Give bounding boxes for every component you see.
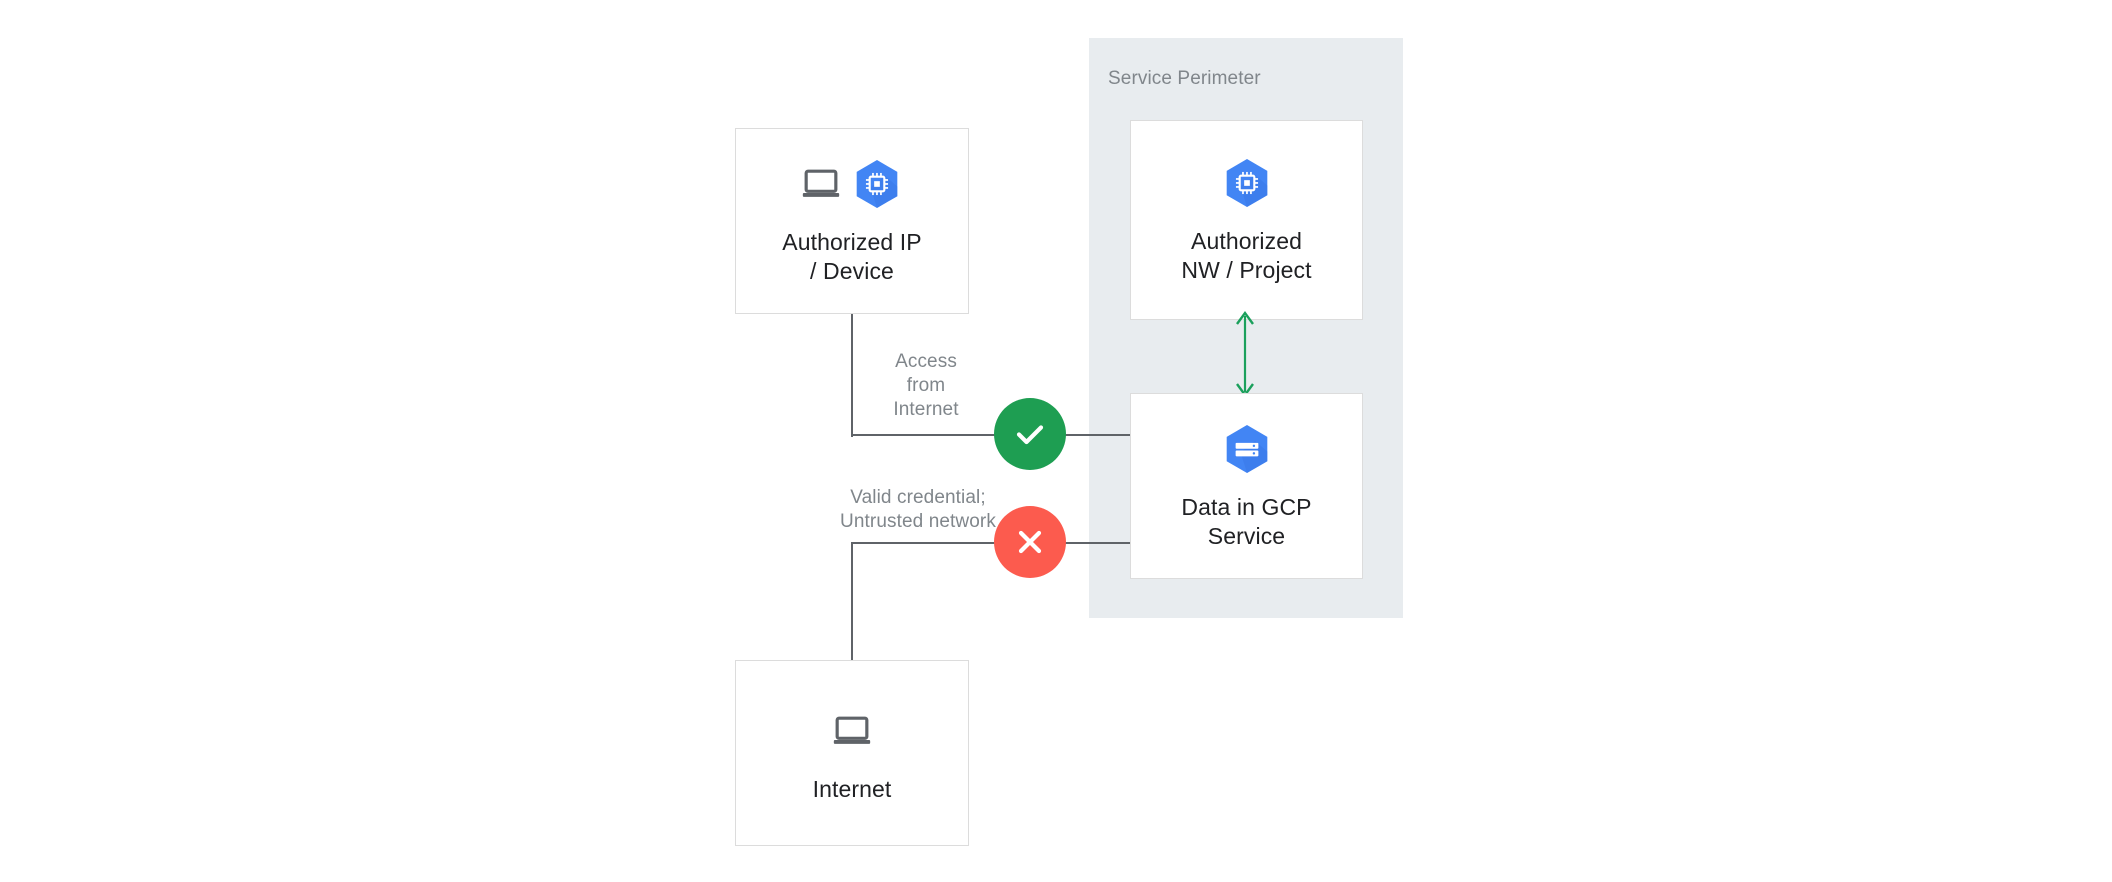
node-internet[interactable]: Internet [735, 660, 969, 846]
node-authorized-nw-project[interactable]: Authorized NW / Project [1130, 120, 1363, 320]
node-label: Internet [812, 775, 892, 802]
connector-check-to-data-horizontal [1060, 434, 1132, 437]
check-icon [1016, 425, 1044, 445]
connector-authdevice-to-check-horizontal [851, 434, 1003, 437]
status-badge-deny[interactable] [994, 506, 1066, 578]
service-perimeter-label: Service Perimeter [1108, 68, 1261, 89]
edge-label-access-from-internet: Access from Internet [893, 351, 959, 420]
double-arrow-icon [1236, 310, 1254, 398]
x-icon [1018, 530, 1042, 554]
node-data-in-gcp-service[interactable]: Data in GCP Service [1130, 393, 1363, 579]
connector-authdevice-to-check-vertical [851, 313, 854, 437]
status-badge-allow[interactable] [994, 398, 1066, 470]
gcp-compute-hexagon-icon [851, 158, 903, 210]
laptop-icon [801, 164, 841, 204]
node-icon-group [1221, 421, 1273, 477]
node-label: Authorized IP / Device [782, 229, 922, 284]
edge-label-valid-credential-untrusted-network: Valid credential; Untrusted network [840, 487, 996, 532]
connector-x-to-data-horizontal [1060, 542, 1132, 545]
node-authorized-ip-device[interactable]: Authorized IP / Device [735, 128, 969, 314]
node-icon-group [832, 703, 872, 759]
laptop-icon [832, 711, 872, 751]
node-label: Data in GCP Service [1181, 494, 1312, 549]
node-icon-group [801, 156, 903, 212]
node-label: Authorized NW / Project [1181, 228, 1312, 283]
connector-internet-to-x-horizontal [851, 542, 1003, 545]
connector-internet-to-x-vertical [851, 542, 854, 662]
gcp-compute-hexagon-icon [1221, 157, 1273, 209]
node-icon-group [1221, 155, 1273, 211]
gcp-storage-hexagon-icon [1221, 423, 1273, 475]
